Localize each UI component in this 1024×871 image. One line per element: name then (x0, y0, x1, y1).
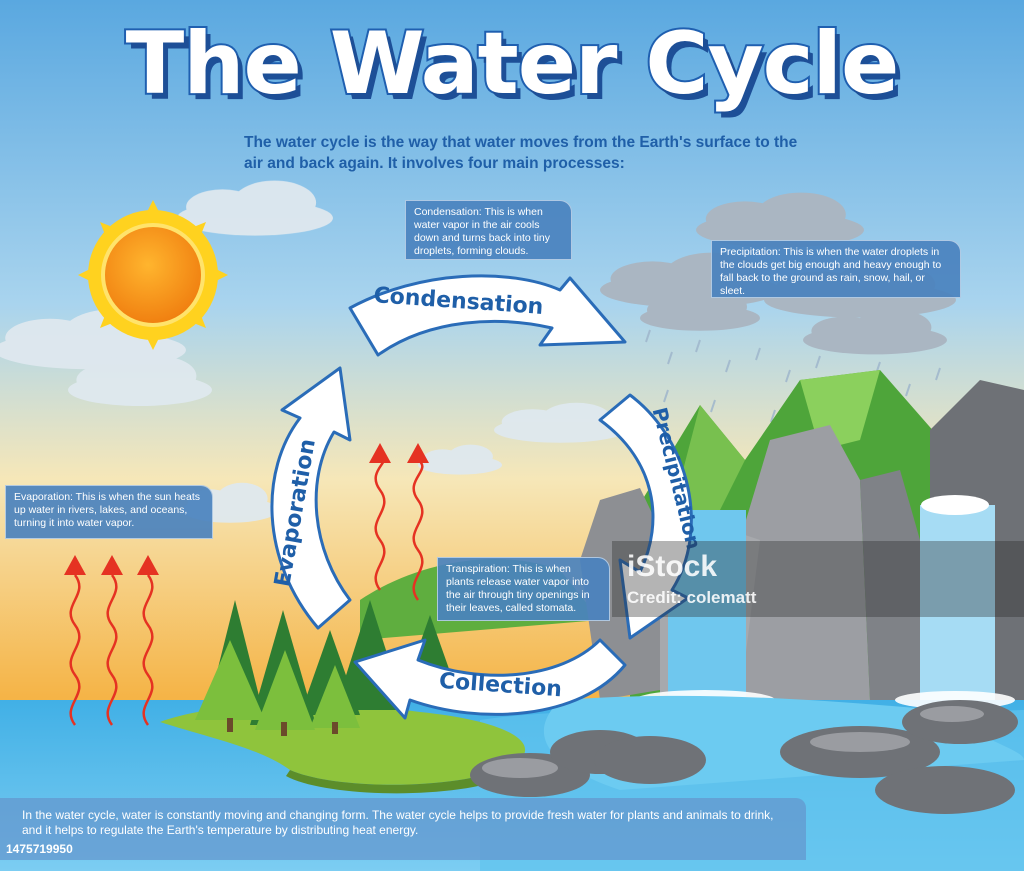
condensation-info-box: Condensation: This is when water vapor i… (405, 200, 572, 260)
watermark-band (612, 541, 1024, 617)
evaporation-arrowheads (64, 443, 429, 575)
cycle-arrows (270, 274, 693, 720)
rock-highlights (482, 706, 984, 778)
condensation-arrow (348, 274, 627, 357)
image-id: 1475719950 (6, 842, 73, 856)
transpiration-info-box: Transpiration: This is when plants relea… (437, 557, 610, 621)
evaporation-info-box: Evaporation: This is when the sun heats … (5, 485, 213, 539)
precipitation-info-box: Precipitation: This is when the water dr… (711, 240, 961, 298)
summary-box: In the water cycle, water is constantly … (0, 798, 806, 860)
sun (78, 200, 228, 350)
watermark-credit: Credit: colematt (627, 588, 757, 607)
watermark-brand: iStock (627, 550, 718, 583)
page-title: The Water Cycle (124, 12, 902, 116)
evaporation-arrow (270, 366, 352, 630)
collection-arrow (353, 638, 627, 720)
precipitation-arrow (598, 393, 693, 640)
evaporation-arrows (69, 453, 424, 726)
trees (195, 600, 460, 736)
intro-text: The water cycle is the way that water mo… (244, 134, 798, 172)
